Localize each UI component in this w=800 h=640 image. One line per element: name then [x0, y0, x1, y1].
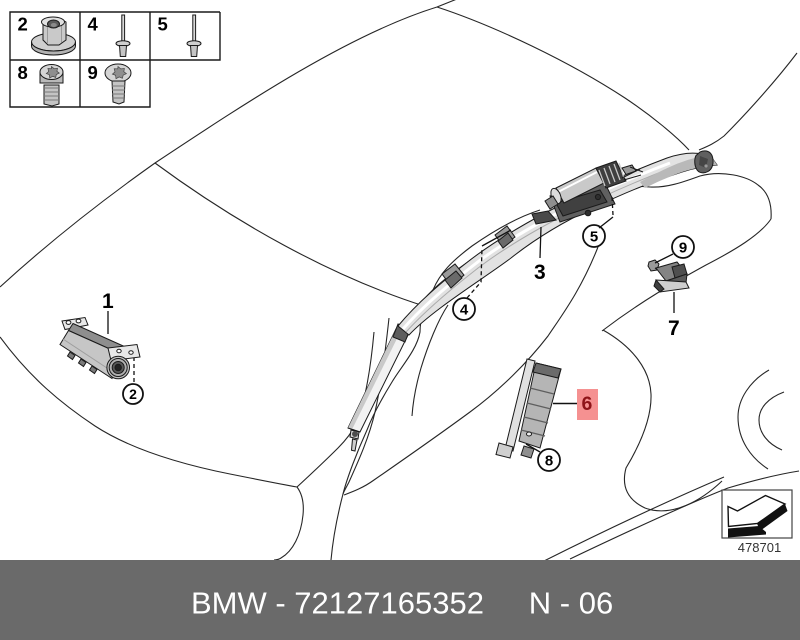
svg-text:5: 5 — [158, 14, 168, 35]
svg-text:1: 1 — [102, 290, 114, 313]
svg-text:7: 7 — [668, 317, 680, 340]
svg-text:BMW - 72127165352: BMW - 72127165352 — [191, 586, 484, 621]
svg-text:5: 5 — [590, 229, 598, 246]
svg-text:4: 4 — [460, 302, 469, 319]
svg-text:4: 4 — [88, 14, 99, 35]
svg-text:478701: 478701 — [738, 540, 781, 555]
svg-text:3: 3 — [534, 261, 546, 284]
svg-text:2: 2 — [129, 386, 137, 402]
svg-text:N - 06: N - 06 — [529, 586, 613, 621]
svg-text:8: 8 — [18, 62, 28, 83]
svg-text:2: 2 — [18, 14, 28, 35]
svg-text:9: 9 — [88, 62, 98, 83]
svg-text:6: 6 — [582, 393, 593, 415]
svg-text:9: 9 — [679, 240, 687, 257]
svg-text:8: 8 — [545, 453, 553, 470]
